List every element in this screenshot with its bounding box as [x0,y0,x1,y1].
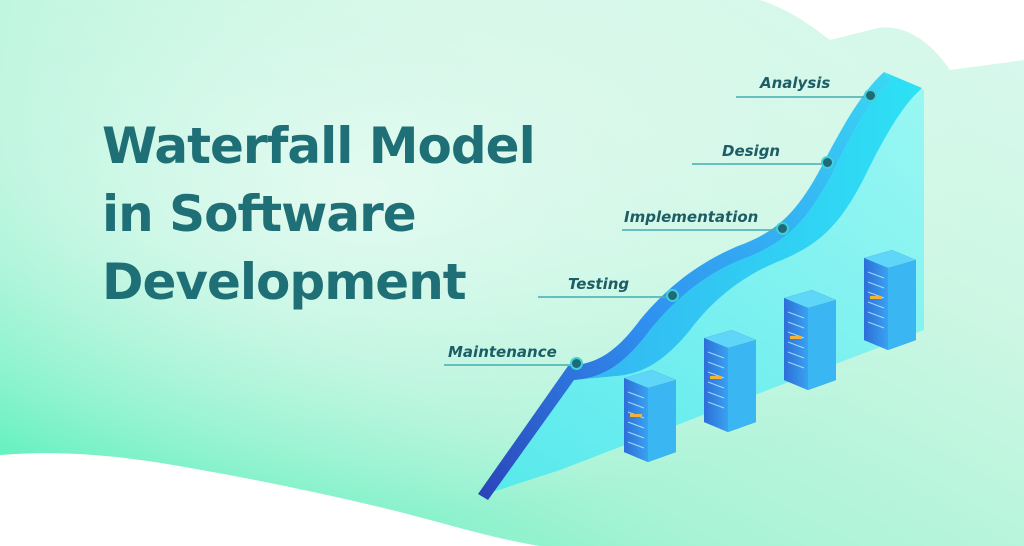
stage-line-implementation [622,229,778,231]
stage-line-testing [538,296,670,298]
title-line-2: in Software [102,185,417,243]
stage-marker-analysis [864,89,877,102]
server-rack-2 [704,330,756,432]
server-rack-3 [784,290,836,390]
stage-line-analysis [736,96,870,98]
stage-label-design: Design [722,142,781,160]
stage-line-maintenance [444,364,572,366]
stage-line-design [692,163,826,165]
stage-label-maintenance: Maintenance [448,343,557,361]
stage-marker-implementation [776,222,789,235]
server-rack-1 [624,370,676,462]
title-line-3: Development [102,253,467,311]
stage-marker-design [821,156,834,169]
stage-marker-maintenance [570,357,583,370]
server-rack-4 [864,250,916,350]
stage-label-implementation: Implementation [624,208,759,226]
stage-label-testing: Testing [568,275,630,293]
stage-label-analysis: Analysis [760,74,831,92]
page-title: Waterfall Model in Software Development [102,112,536,316]
title-line-1: Waterfall Model [102,117,536,175]
stage-marker-testing [666,289,679,302]
waterfall-slope [478,72,892,500]
